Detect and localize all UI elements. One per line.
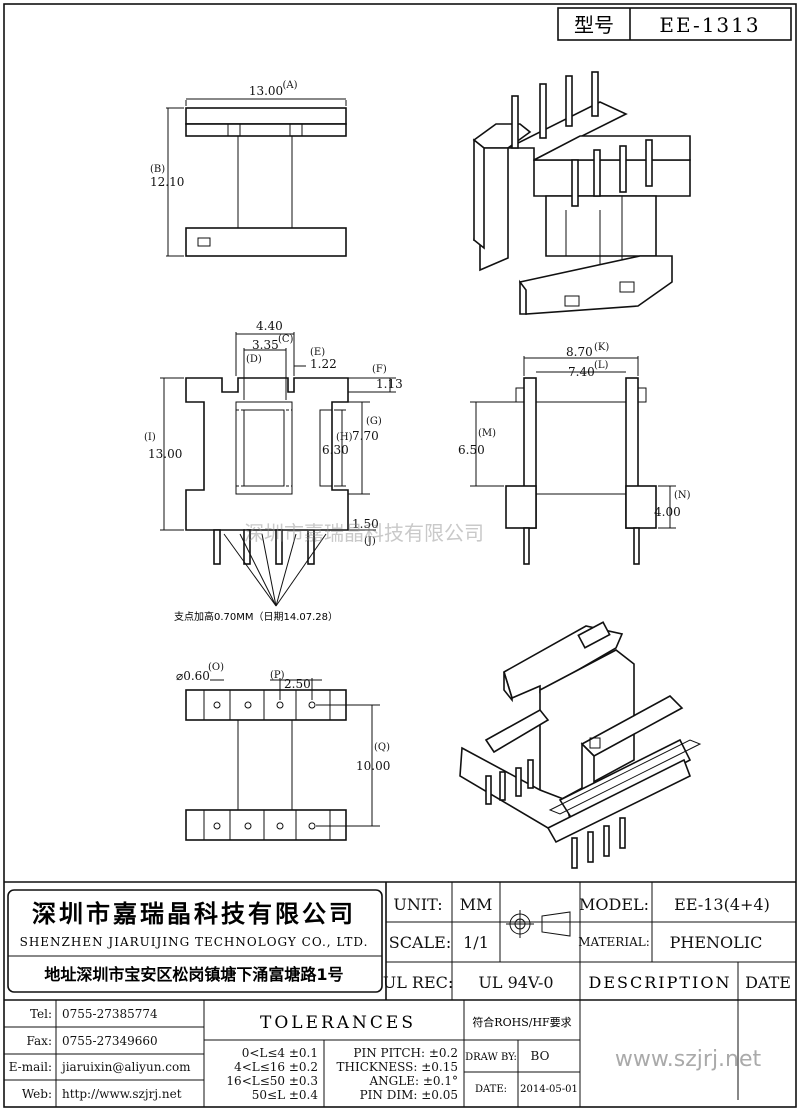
bottom-view: ⌀0.60 (O) 2.50 (P) (Q) 10.00 [176,662,390,841]
scale-label: SCALE: [389,933,451,952]
date-header: DATE [745,973,791,992]
dim-i-label: (I) [144,432,156,443]
dim-d-label: (D) [246,354,262,365]
type-value: EE-1313 [659,13,760,37]
ul-label: UL REC: [383,973,454,992]
dim-l-value: 7.40 [568,365,595,379]
side-view: 8.70 (K) 7.40 (L) (M) 6.50 (N) 4.00 [458,342,691,565]
watermark: 深圳市嘉瑞晶科技有限公司 [244,521,484,545]
email-label: E-mail: [9,1060,52,1074]
type-box: 型号 EE-1313 [557,7,792,41]
dim-j-value: 1.50 [352,517,379,531]
dim-c-value: 4.40 [256,319,283,333]
model-value: EE-13(4+4) [674,895,770,914]
dim-m-value: 6.50 [458,443,485,457]
support-note: 支点加高0.70MM（日期14.07.28） [174,610,338,623]
tolerance-row-2: 4<L≤16 ±0.2 [234,1060,318,1074]
iso-view-top [472,71,691,315]
tolerance-row-1: 0<L≤4 ±0.1 [242,1046,318,1060]
dim-f-label: (F) [372,364,387,375]
dim-p-label: (P) [270,670,285,681]
dim-k-value: 8.70 [566,345,593,359]
website-watermark: www.szjrj.net [615,1047,762,1072]
web-label: Web: [22,1087,52,1101]
front-view: 支点加高0.70MM（日期14.07.28） (I) 13.00 4.40 (C… [144,319,403,623]
tolerances-title: TOLERANCES [260,1013,416,1033]
dim-j-label: (J) [364,536,376,547]
dim-c-label: (C) [278,334,294,345]
email-value: jiaruixin@aliyun.com [60,1060,191,1074]
fax-value: 0755-27349660 [62,1034,158,1048]
unit-value: MM [460,895,493,914]
dim-h-label: (H) [336,432,353,443]
dim-n-label: (N) [674,490,691,501]
dim-i-value: 13.00 [148,447,182,461]
tel-label: Tel: [30,1007,52,1021]
angle: ANGLE: ±0.1° [369,1074,458,1088]
company-name-cn: 深圳市嘉瑞晶科技有限公司 [32,900,356,928]
dim-g-label: (G) [366,416,382,427]
model-label: MODEL: [579,895,649,914]
sheet-border [3,3,797,1108]
dim-o-label: (O) [208,662,224,673]
web-value: http://www.szjrj.net [62,1087,182,1101]
dim-q-label: (Q) [374,742,390,753]
title-block: 深圳市嘉瑞晶科技有限公司 SHENZHEN JIARUIJING TECHNOL… [4,881,796,1107]
dim-l-label: (L) [594,360,609,371]
thickness: THICKNESS: ±0.15 [337,1060,458,1074]
projection-symbol-icon [506,910,571,938]
dim-e-value: 1.22 [310,357,337,371]
dim-b-label: (B) [150,164,165,175]
draw-by-value: BO [531,1049,550,1063]
dim-e-label: (E) [310,347,325,358]
dim-p-value: 2.50 [284,677,311,691]
ul-value: UL 94V-0 [478,973,553,992]
dim-d-value: 3.35 [252,338,279,352]
dim-k-label: (K) [594,342,609,353]
material-value: PHENOLIC [670,933,763,952]
date-value: 2014-05-01 [520,1084,578,1095]
pin-pitch: PIN PITCH: ±0.2 [353,1046,458,1060]
draw-by-label: DRAW BY: [465,1052,517,1063]
top-view: 13.00 (A) (B) 12.10 [150,80,347,257]
type-label: 型号 [574,13,614,37]
company-name-en: SHENZHEN JIARUIJING TECHNOLOGY CO., LTD. [20,935,369,949]
description-label: DESCRIPTION [589,973,732,992]
dim-b-value: 12.10 [150,175,184,189]
material-label: MATERIAL: [578,935,650,949]
dim-q-value: 10.00 [356,759,390,773]
dim-a-value: 13.00 [249,84,283,98]
dim-f-value: 1.13 [376,377,403,391]
tolerance-row-3: 16<L≤50 ±0.3 [226,1074,318,1088]
tel-value: 0755-27385774 [62,1007,158,1021]
dim-o-value: ⌀0.60 [176,669,210,683]
dim-n-value: 4.00 [654,505,681,519]
tolerance-row-4: 50≤L ±0.4 [252,1088,319,1102]
unit-label: UNIT: [393,895,442,914]
dim-m-label: (M) [478,428,496,439]
company-address: 地址深圳市宝安区松岗镇塘下涌富塘路1号 [44,965,343,984]
dim-g-value: 7.70 [352,429,379,443]
dim-a-label: (A) [282,80,297,91]
fax-label: Fax: [27,1034,52,1048]
dim-h-value: 6.30 [322,443,349,457]
scale-value: 1/1 [463,933,489,952]
rohs-note: 符合ROHS/HF要求 [472,1015,571,1029]
date-label: DATE: [475,1084,507,1095]
iso-view-bottom [459,621,702,869]
pin-dim: PIN DIM: ±0.05 [360,1088,458,1102]
